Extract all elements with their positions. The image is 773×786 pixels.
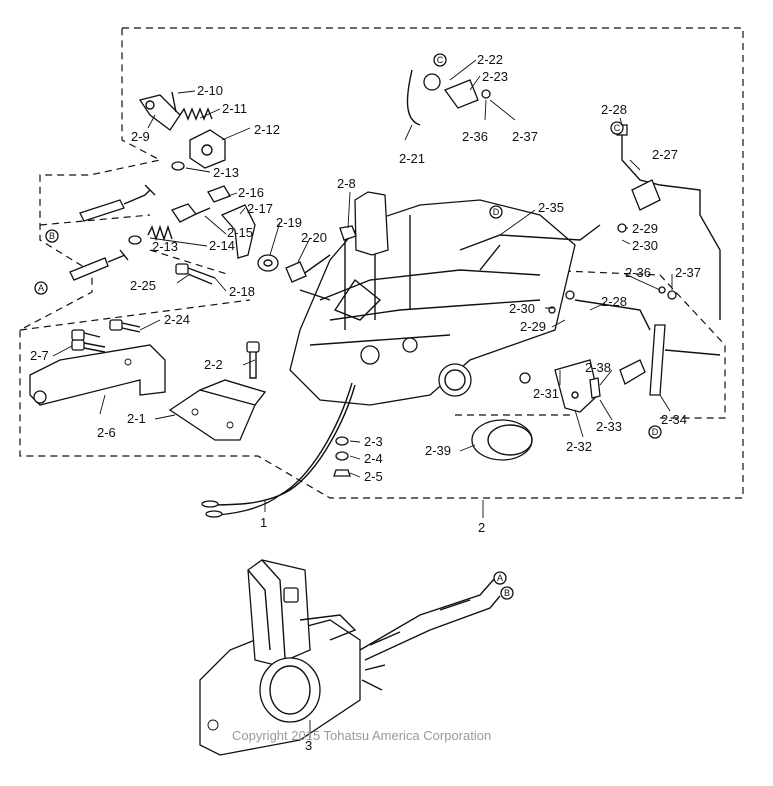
callout-2-37-right: 2-37 xyxy=(675,265,701,280)
marker-b-left: B xyxy=(45,229,59,243)
callout-2-12: 2-12 xyxy=(254,122,280,137)
switch-2-22-2-23 xyxy=(406,69,491,126)
callout-2-31: 2-31 xyxy=(533,386,559,401)
callout-2-23: 2-23 xyxy=(482,69,508,84)
callout-2-36-right: 2-36 xyxy=(625,265,651,280)
callout-2-28-top: 2-28 xyxy=(601,102,627,117)
callout-2-7: 2-7 xyxy=(30,348,49,363)
callout-2-18: 2-18 xyxy=(229,284,255,299)
clevis-2-9 xyxy=(138,91,181,131)
marker-c-right: C xyxy=(610,121,624,135)
callout-2-13-upper: 2-13 xyxy=(213,165,239,180)
wire-harness xyxy=(201,382,356,518)
callout-2-13-lower: 2-13 xyxy=(152,239,178,254)
parts-2-29-2-30-2-28-right xyxy=(548,290,651,331)
screw-2-7 xyxy=(71,339,106,353)
cap-2-39 xyxy=(471,419,533,461)
bolt-2-25 xyxy=(175,263,216,285)
screws-2-24 xyxy=(71,319,141,341)
callout-2-37-top: 2-37 xyxy=(512,129,538,144)
cable-end-b xyxy=(79,161,185,222)
callout-2-15: 2-15 xyxy=(227,225,253,240)
callout-2-16: 2-16 xyxy=(238,185,264,200)
callout-2-36-top: 2-36 xyxy=(462,129,488,144)
spring-2-11 xyxy=(179,107,213,121)
marker-label: D xyxy=(652,427,659,437)
remote-control-box xyxy=(199,559,361,756)
callout-2-25: 2-25 xyxy=(130,278,156,293)
cable-end-a xyxy=(69,235,142,281)
marker-a-remote: A xyxy=(493,571,507,585)
marker-b-remote: B xyxy=(500,586,514,600)
remote-cables xyxy=(359,577,501,691)
callout-2-19: 2-19 xyxy=(276,215,302,230)
control-housing xyxy=(289,191,576,406)
washers-2-3-2-5 xyxy=(333,436,351,477)
callout-2-30-right: 2-30 xyxy=(632,238,658,253)
marker-label: B xyxy=(504,588,510,598)
marker-c-top: C xyxy=(433,53,447,67)
marker-a-left: A xyxy=(34,281,48,295)
callout-2-20: 2-20 xyxy=(301,230,327,245)
joints-2-15-2-16 xyxy=(171,185,231,223)
callout-2-29-mid: 2-29 xyxy=(520,319,546,334)
callout-2-34: 2-34 xyxy=(661,412,687,427)
callout-2-24: 2-24 xyxy=(164,312,190,327)
spring-2-13 xyxy=(147,224,173,242)
callout-2-17: 2-17 xyxy=(247,201,273,216)
callout-2-27: 2-27 xyxy=(652,147,678,162)
callout-2-35: 2-35 xyxy=(538,200,564,215)
callout-1: 1 xyxy=(260,515,267,530)
callout-2-39: 2-39 xyxy=(425,443,451,458)
callout-2-11: 2-11 xyxy=(222,101,247,116)
marker-d-top: D xyxy=(489,205,503,219)
bracket-2-6 xyxy=(29,344,166,406)
callout-2-9: 2-9 xyxy=(131,129,150,144)
marker-label: D xyxy=(493,207,500,217)
callout-2-22: 2-22 xyxy=(477,52,503,67)
lever-2-17 xyxy=(220,204,256,259)
callout-2-29-right: 2-29 xyxy=(632,221,658,236)
callout-2-1: 2-1 xyxy=(127,411,146,426)
callout-2-6: 2-6 xyxy=(97,425,116,440)
callout-2-32: 2-32 xyxy=(566,439,592,454)
assembly-2-boundary xyxy=(19,27,744,499)
marker-label: C xyxy=(614,123,621,133)
callout-labels: 2-10 2-11 2-9 2-12 2-13 2-16 2-17 2-15 2… xyxy=(30,52,701,753)
callout-2-30-mid: 2-30 xyxy=(509,301,535,316)
leader-lines xyxy=(52,59,673,738)
marker-label: A xyxy=(497,573,503,583)
callout-2-8: 2-8 xyxy=(337,176,356,191)
callout-2-38: 2-38 xyxy=(585,360,611,375)
callout-2-3: 2-3 xyxy=(364,434,383,449)
marker-label: B xyxy=(49,231,55,241)
marker-label: C xyxy=(437,55,444,65)
callout-2-5: 2-5 xyxy=(364,469,383,484)
callout-2: 2 xyxy=(478,520,485,535)
callout-2-10: 2-10 xyxy=(197,83,223,98)
callout-3: 3 xyxy=(305,738,312,753)
copyright-watermark: Copyright 2015 Tohatsu America Corporati… xyxy=(232,728,491,743)
inner-boundary xyxy=(19,214,726,419)
bracket-2-1 xyxy=(168,379,267,441)
joint-2-12 xyxy=(189,129,226,169)
bolt-2-2 xyxy=(246,341,260,379)
lever-2-32 xyxy=(554,359,599,413)
bushing-2-19-2-20 xyxy=(257,254,307,283)
parts-2-38-2-33 xyxy=(519,359,646,399)
callout-2-33: 2-33 xyxy=(596,419,622,434)
callout-2-2: 2-2 xyxy=(204,357,223,372)
callout-2-14: 2-14 xyxy=(209,238,235,253)
marker-label: A xyxy=(38,283,44,293)
marker-d-right: D xyxy=(648,425,662,439)
callout-2-28-mid: 2-28 xyxy=(601,294,627,309)
callout-2-21: 2-21 xyxy=(399,151,425,166)
callout-2-4: 2-4 xyxy=(364,451,383,466)
